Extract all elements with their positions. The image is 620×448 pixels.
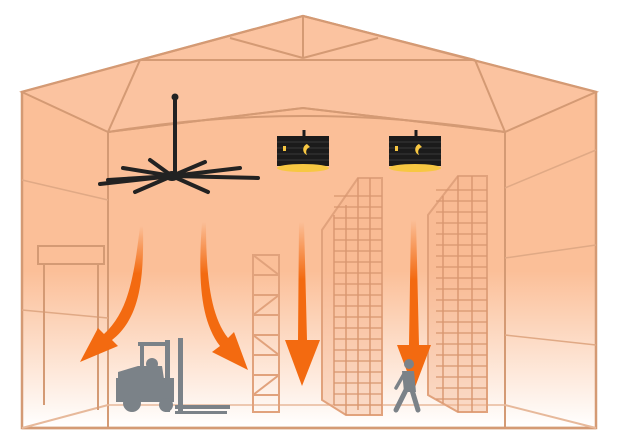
straight-airflow-arrow-right <box>397 220 431 390</box>
floor-right-edge <box>504 404 597 429</box>
storage-racks <box>252 175 488 416</box>
heater-icon <box>277 130 329 172</box>
straight-airflow-arrow-center <box>285 222 320 386</box>
ceiling-fan-icon <box>98 93 260 194</box>
curved-airflow-arrow-left <box>80 226 144 362</box>
airflow-arrows <box>80 220 431 390</box>
rack-tall-middle-shelves <box>334 195 382 406</box>
forklift-icon <box>116 338 230 414</box>
rack-tall-middle-grid <box>333 178 371 415</box>
rack-tall-right-shelves <box>436 189 487 400</box>
curved-airflow-arrow-right <box>200 222 248 370</box>
warehouse-building <box>19 14 600 430</box>
rack-small <box>252 254 280 413</box>
heater-icon <box>389 130 441 172</box>
left-wall-panels <box>21 179 109 319</box>
walking-person-icon <box>393 359 421 413</box>
floor-left-edge <box>21 404 109 429</box>
right-wall-panels <box>504 149 597 346</box>
